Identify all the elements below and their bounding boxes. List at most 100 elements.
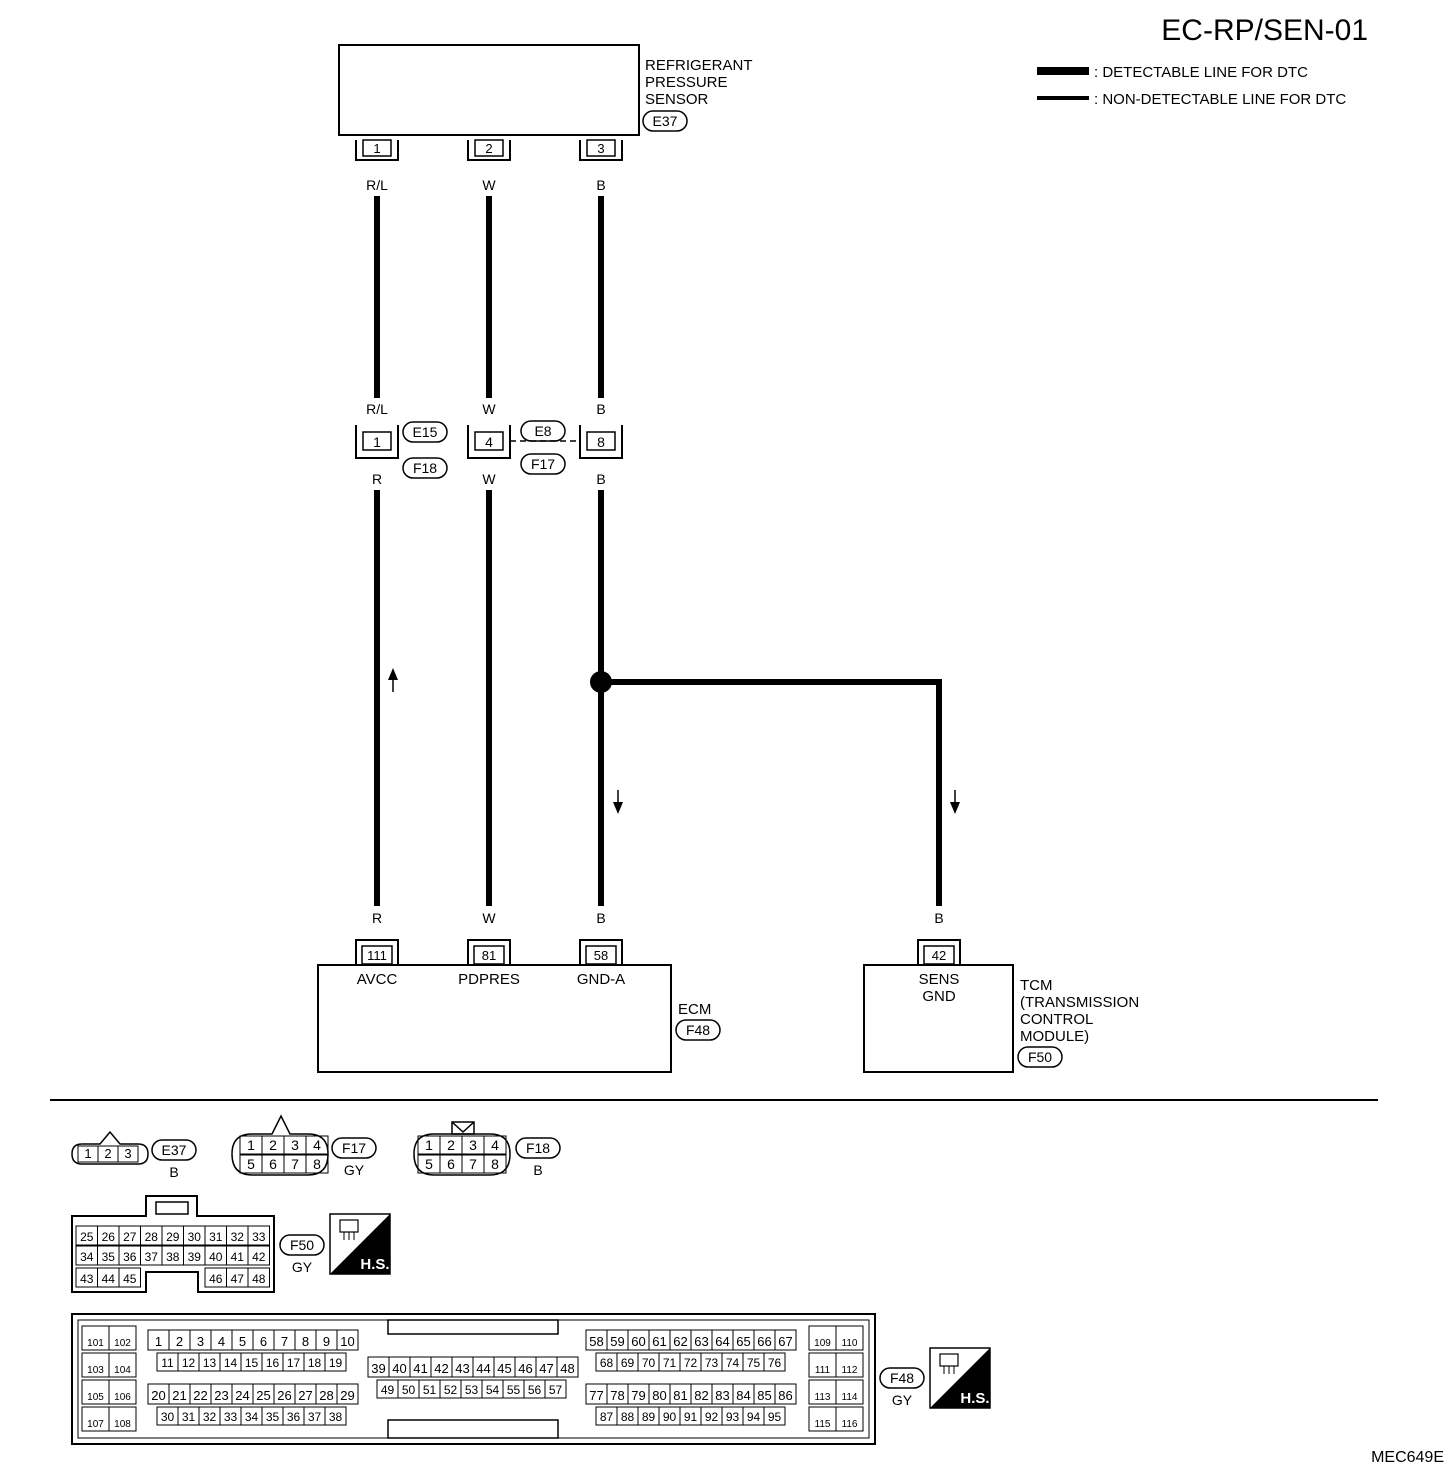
pin-cell: 59 (606, 1329, 629, 1351)
pin-cell: 71 (658, 1352, 681, 1372)
svg-text:4: 4 (313, 1137, 321, 1153)
hs-badge-text: H.S. (960, 1390, 989, 1407)
pin-cell: 52 (439, 1379, 462, 1399)
svg-text:108: 108 (114, 1419, 131, 1430)
svg-text:56: 56 (528, 1383, 542, 1397)
pin-cell: 35 (261, 1406, 284, 1426)
tcm-connector-id: F50 (1028, 1049, 1052, 1065)
refrigerant-pressure-sensor: REFRIGERANT PRESSURE SENSOR E37 (338, 44, 753, 136)
svg-text:2: 2 (104, 1146, 111, 1161)
svg-text:13: 13 (203, 1356, 217, 1370)
svg-text:74: 74 (726, 1356, 740, 1370)
svg-text:110: 110 (842, 1338, 858, 1349)
pin-cell: 115 (808, 1406, 837, 1432)
pin-cell: 8 (305, 1154, 329, 1174)
pin-cell: 13 (198, 1352, 221, 1372)
sensor-box (338, 44, 640, 136)
pin-cell: 29 (161, 1225, 184, 1246)
svg-text:81: 81 (482, 948, 496, 963)
pin-cell: 40 (388, 1356, 411, 1378)
pin-cell: 9 (315, 1329, 338, 1351)
hs-badge-f48: H.S. (929, 1347, 991, 1409)
diagram-title: EC-RP/SEN-01 (1161, 14, 1368, 47)
tcm-box (863, 964, 1014, 1073)
pin-cell: 45 (493, 1356, 516, 1378)
svg-text:15: 15 (245, 1356, 259, 1370)
svg-text:35: 35 (266, 1410, 280, 1424)
ecm-label: ECM (678, 1001, 711, 1018)
svg-text:58: 58 (589, 1334, 603, 1349)
svg-text:73: 73 (705, 1356, 719, 1370)
svg-text:1: 1 (373, 434, 381, 450)
pin-cell: 72 (679, 1352, 702, 1372)
pin-cell: 21 (168, 1383, 191, 1405)
svg-text:7: 7 (469, 1156, 477, 1172)
svg-text:46: 46 (518, 1361, 532, 1376)
wire-tcm-ground (601, 679, 942, 906)
svg-text:47: 47 (231, 1272, 245, 1286)
pin-cell: 49 (376, 1379, 399, 1399)
svg-text:101: 101 (87, 1338, 104, 1349)
wire-color-sensor-3: B (596, 177, 605, 193)
ecm-wire-color-2: W (482, 910, 496, 926)
svg-text:82: 82 (694, 1388, 708, 1403)
pin-cell: 55 (502, 1379, 525, 1399)
svg-text:37: 37 (145, 1250, 159, 1264)
pin-cell: 2 (261, 1135, 285, 1155)
svg-text:39: 39 (371, 1361, 385, 1376)
svg-text:29: 29 (166, 1230, 180, 1244)
svg-text:86: 86 (778, 1388, 792, 1403)
pin-cell: 39 (367, 1356, 390, 1378)
svg-text:26: 26 (102, 1230, 116, 1244)
wires-upper (374, 196, 604, 398)
legend-thick-line (1037, 67, 1089, 75)
joint-color-lower-2: W (482, 471, 496, 487)
pin-cell: 94 (742, 1406, 765, 1426)
svg-text:1: 1 (425, 1137, 433, 1153)
svg-text:111: 111 (367, 948, 387, 963)
ecm-connector-id: F48 (686, 1022, 710, 1038)
svg-text:45: 45 (123, 1272, 137, 1286)
pin-cell: 28 (315, 1383, 338, 1405)
svg-text:42: 42 (252, 1250, 266, 1264)
svg-text:54: 54 (486, 1383, 500, 1397)
connector-plug-icon (939, 1353, 959, 1374)
f50-view-color: GY (292, 1259, 313, 1275)
ecm-pin-58: 58 (579, 939, 623, 965)
svg-text:6: 6 (269, 1156, 277, 1172)
pin-cell: 36 (282, 1406, 305, 1426)
pin-cell: 10 (336, 1329, 359, 1351)
sensor-label-line3: SENSOR (645, 91, 709, 108)
svg-text:18: 18 (308, 1356, 322, 1370)
connector-badge-e8 (520, 420, 566, 442)
f48-view-color: GY (892, 1392, 913, 1408)
pin-cell: 53 (460, 1379, 483, 1399)
pin-cell: 63 (690, 1329, 713, 1351)
svg-text:16: 16 (266, 1356, 280, 1370)
pin-cell: 38 (161, 1245, 184, 1266)
tcm: B 42 SENS GND TCM (TRANSMISSION CONTROL … (863, 910, 1139, 1073)
pin-cell: 38 (324, 1406, 347, 1426)
pin-cell: 12 (177, 1352, 200, 1372)
legend-thin-line (1037, 96, 1089, 100)
ecm-pin-111: 111 (355, 939, 399, 965)
pin-cell: 48 (247, 1267, 270, 1288)
pin-cell: 92 (700, 1406, 723, 1426)
svg-text:9: 9 (323, 1334, 330, 1349)
svg-text:25: 25 (80, 1230, 94, 1244)
pin-cell: 107 (81, 1406, 110, 1432)
svg-text:116: 116 (842, 1419, 858, 1430)
svg-text:67: 67 (778, 1334, 792, 1349)
pin-cell: 51 (418, 1379, 441, 1399)
svg-text:46: 46 (209, 1272, 223, 1286)
svg-text:25: 25 (256, 1388, 270, 1403)
connector-id-e8: E8 (534, 423, 551, 439)
svg-text:94: 94 (747, 1410, 761, 1424)
pin-cell: 4 (210, 1329, 233, 1351)
svg-text:17: 17 (287, 1356, 301, 1370)
f18-view-id: F18 (526, 1140, 550, 1156)
svg-text:23: 23 (214, 1388, 228, 1403)
svg-text:78: 78 (610, 1388, 624, 1403)
